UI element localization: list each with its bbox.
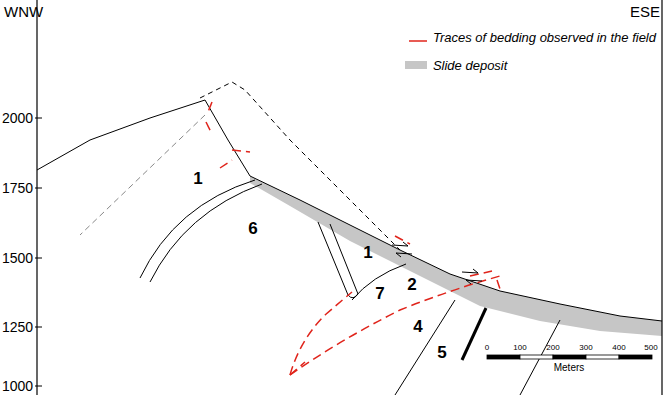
scale-unit: Meters [554,363,585,373]
unit-number: 1 [193,170,202,187]
scale-value: 500 [644,344,657,352]
unit-number: 5 [437,344,446,361]
unit-number: 4 [413,318,422,335]
elevation-label: 2000 [2,111,33,125]
scale-value: 200 [546,344,559,352]
unit-number: 1 [363,244,372,261]
elevation-label: 1000 [2,379,33,393]
axis-ticks [35,118,42,386]
scale-bar [487,355,652,359]
shear-arrow [392,242,482,284]
scale-value: 300 [579,344,592,352]
unit-contact [330,224,358,294]
unit-number: 6 [248,220,257,237]
scale-value: 0 [485,344,489,352]
legend-line-sample [405,36,427,46]
unit-contact [150,184,262,282]
unit-contact [395,300,455,395]
elevation-axis [36,0,37,395]
legend-swatch [405,61,427,69]
elevation-label: 1500 [2,251,33,265]
elevation-label: 1750 [2,181,33,195]
topography [37,100,662,321]
direction-label: ESE [630,4,660,19]
legend-text: Slide deposit [433,59,507,72]
direction-label: WNW [4,4,43,19]
section-edge [661,0,662,395]
unit-number: 7 [375,285,384,302]
bedding-trace [206,102,501,375]
unit-number: 2 [407,276,416,293]
scale-value: 400 [612,344,625,352]
fault [462,308,486,360]
legend-text: Traces of bedding observed in the field [433,31,656,44]
elevation-label: 1250 [2,320,33,334]
scale-value: 100 [513,344,526,352]
legend-line-sample [405,32,427,42]
former-topography [200,82,400,250]
